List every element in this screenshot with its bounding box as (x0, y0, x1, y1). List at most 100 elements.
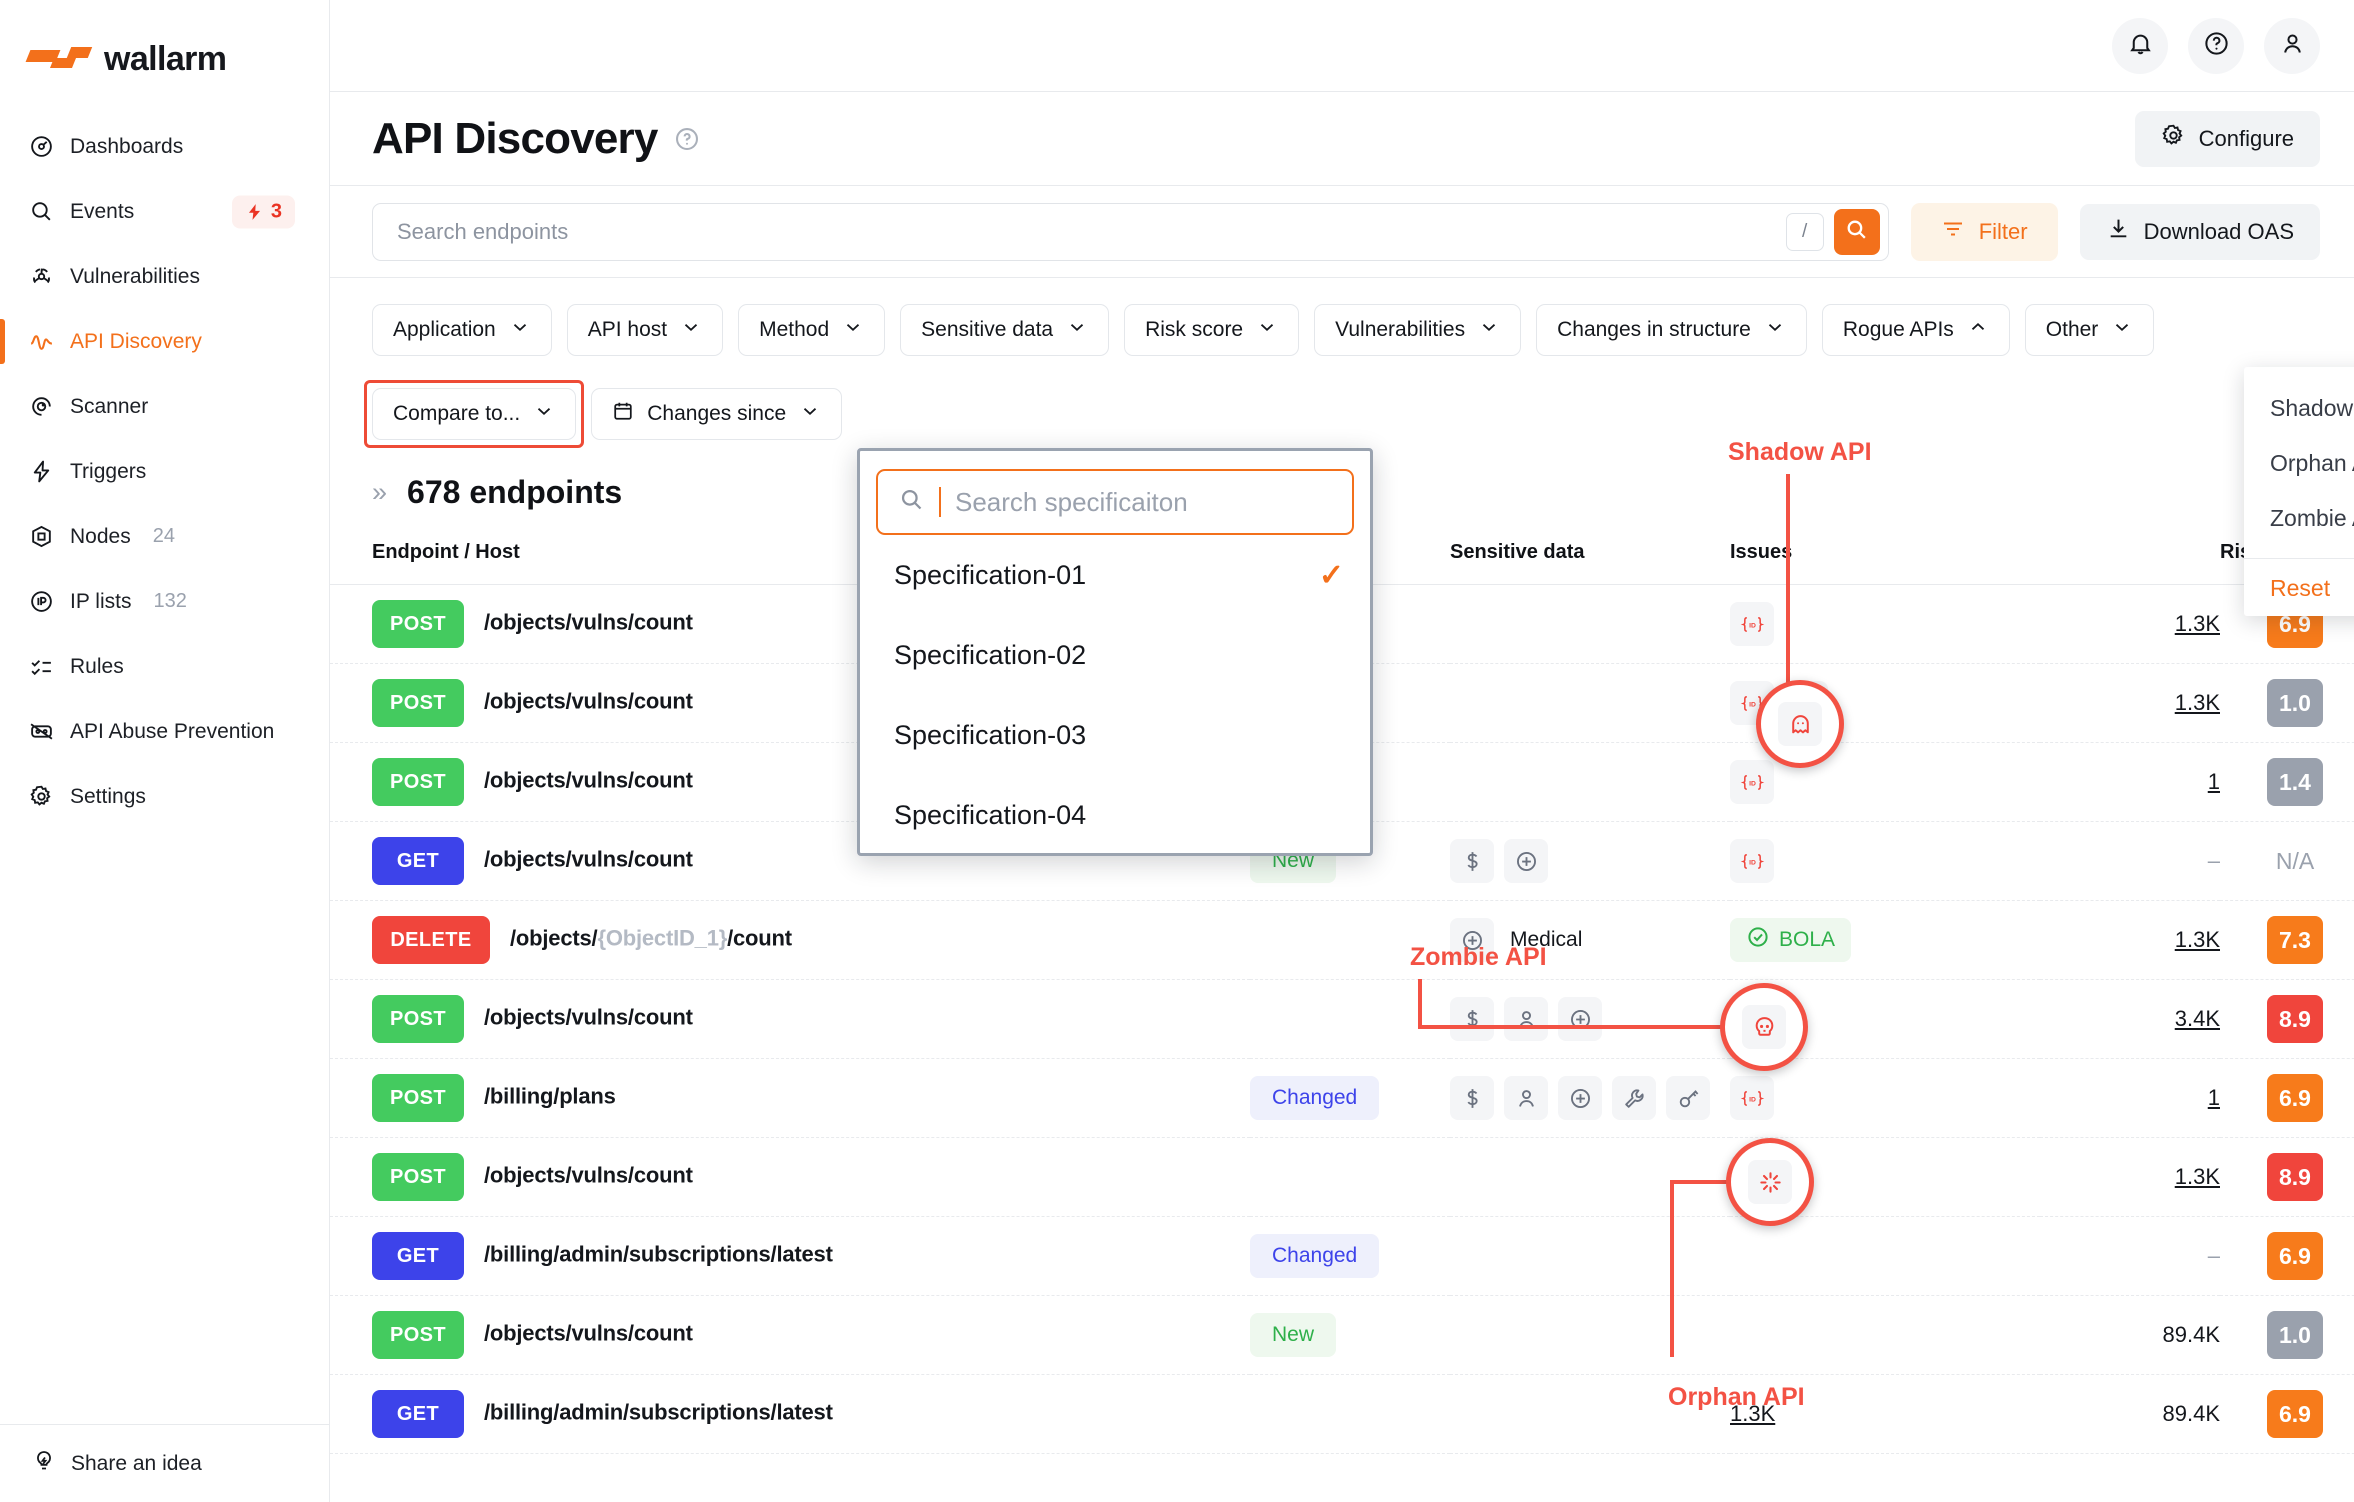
search-endpoints-box[interactable]: / (372, 202, 1889, 261)
share-an-idea-button[interactable]: Share an idea (0, 1424, 329, 1502)
column-header-issues[interactable]: Issues (1730, 533, 2040, 585)
sidebar-item-nodes[interactable]: Nodes 24 (0, 504, 329, 569)
changes-badge: Changed (1250, 1076, 1380, 1120)
filter-chip-other[interactable]: Other (2024, 304, 2155, 356)
id-brace-icon[interactable]: ID (1730, 1076, 1774, 1120)
sidebar-nav: Dashboards Events 3 Vulnerabilities (0, 114, 329, 829)
medical-cross-icon[interactable] (1558, 997, 1602, 1041)
medical-cross-icon[interactable] (1450, 918, 1494, 962)
requests-value[interactable]: 1.3K (2174, 611, 2220, 636)
bola-badge[interactable]: BOLA (1730, 918, 1852, 962)
table-row[interactable]: GET/billing/admin/subscriptions/latest 1.… (330, 1374, 2354, 1454)
sidebar-item-events[interactable]: Events 3 (0, 179, 329, 244)
requests-value[interactable]: 1.3K (2174, 927, 2220, 952)
page-help-icon[interactable] (674, 126, 700, 152)
requests-value[interactable]: 3.4K (2174, 1006, 2220, 1031)
sidebar-item-scanner[interactable]: Scanner (0, 374, 329, 439)
cell-endpoint[interactable]: DELETE/objects/{ObjectID_1}/count (330, 900, 1250, 980)
rogue-menu-reset[interactable]: Reset (2270, 575, 2331, 601)
specification-option-04[interactable]: Specification-04 (876, 775, 1354, 855)
key-icon[interactable] (1666, 1076, 1710, 1120)
sidebar-item-label: Dashboards (70, 134, 184, 158)
cell-endpoint[interactable]: GET/billing/admin/subscriptions/latest (330, 1216, 1250, 1296)
rogue-apis-dropdown-menu[interactable]: Shadow APIs Orphan APIs Zombie APIs Rese… (2244, 367, 2354, 616)
user-icon[interactable] (1504, 997, 1548, 1041)
search-input[interactable] (397, 218, 1786, 245)
cell-endpoint[interactable]: POST/billing/plans (330, 1058, 1250, 1138)
annotation-label-shadow-api: Shadow API (1728, 438, 1872, 466)
help-button[interactable] (2188, 17, 2244, 74)
sidebar-item-dashboards[interactable]: Dashboards (0, 114, 329, 179)
rogue-menu-item-shadow-apis[interactable]: Shadow APIs (2270, 395, 2354, 421)
sidebar-item-api-discovery[interactable]: API Discovery (0, 309, 329, 374)
specification-option-02[interactable]: Specification-02 (876, 615, 1354, 695)
column-header-sensitive-data[interactable]: Sensitive data (1450, 533, 1730, 585)
sidebar-item-triggers[interactable]: Triggers (0, 439, 329, 504)
cell-risk: 7.3 (2220, 900, 2354, 980)
changes-since-button[interactable]: Changes since (591, 388, 843, 440)
filter-chip-row: Application API host Method Sensitive da… (330, 278, 2354, 448)
notifications-button[interactable] (2112, 17, 2168, 74)
cell-sensitive-data (1450, 1058, 1730, 1138)
specification-option-01[interactable]: Specification-01 ✓ (876, 535, 1354, 615)
medical-cross-icon[interactable] (1558, 1076, 1602, 1120)
specification-search-box[interactable]: Search specificaiton (876, 469, 1354, 535)
requests-value[interactable]: 1.3K (2174, 690, 2220, 715)
account-button[interactable] (2264, 17, 2320, 74)
sidebar-item-api-abuse-prevention[interactable]: API Abuse Prevention (0, 699, 329, 764)
user-icon[interactable] (1504, 1076, 1548, 1120)
dollar-icon[interactable] (1450, 1076, 1494, 1120)
filter-chip-changes-in-structure[interactable]: Changes in structure (1536, 304, 1807, 356)
id-brace-icon[interactable]: ID (1730, 602, 1774, 646)
id-brace-icon[interactable]: ID (1730, 760, 1774, 804)
medical-cross-icon[interactable] (1504, 839, 1548, 883)
issues-count-link[interactable]: 1.3K (1730, 1401, 1776, 1426)
sidebar-item-ip-lists[interactable]: IP lists 132 (0, 569, 329, 634)
rogue-menu-item-zombie-apis[interactable]: Zombie APIs (2270, 505, 2354, 531)
dollar-icon[interactable] (1450, 839, 1494, 883)
cell-endpoint[interactable]: POST/objects/vulns/count (330, 1137, 1250, 1217)
specification-option-03[interactable]: Specification-03 (876, 695, 1354, 775)
specification-dropdown-popup[interactable]: Search specificaiton Specification-01 ✓ … (857, 448, 1373, 856)
chevron-up-icon (1967, 316, 1989, 344)
sidebar-item-rules[interactable]: Rules (0, 634, 329, 699)
cell-endpoint[interactable]: GET/billing/admin/subscriptions/latest (330, 1374, 1250, 1454)
filter-chip-vulnerabilities[interactable]: Vulnerabilities (1314, 304, 1522, 356)
rogue-menu-item-orphan-apis[interactable]: Orphan APIs (2270, 450, 2354, 476)
risk-badge: 6.9 (2267, 1074, 2323, 1122)
sidebar-item-settings[interactable]: Settings (0, 764, 329, 829)
filter-button[interactable]: Filter (1910, 202, 2058, 261)
compare-to-button[interactable]: Compare to... (363, 380, 585, 448)
search-submit-button[interactable] (1833, 208, 1880, 255)
filter-chip-application[interactable]: Application (372, 304, 552, 356)
requests-value[interactable]: 1 (2207, 769, 2220, 794)
sidebar-item-label: Scanner (70, 394, 149, 418)
cell-endpoint[interactable]: POST/objects/vulns/count (330, 979, 1250, 1059)
cell-risk: 6.9 (2220, 1216, 2354, 1296)
brand-logo-area[interactable]: wallarm (0, 0, 329, 92)
configure-button[interactable]: Configure (2134, 110, 2320, 167)
requests-value[interactable]: 1.3K (2174, 1164, 2220, 1189)
filter-chip-risk-score[interactable]: Risk score (1124, 304, 1300, 356)
requests-value[interactable]: 1 (2207, 1085, 2220, 1110)
dollar-icon[interactable] (1450, 997, 1494, 1041)
wrench-icon[interactable] (1612, 1076, 1656, 1120)
filter-chip-rogue-apis[interactable]: Rogue APIs (1821, 304, 2010, 356)
id-brace-icon[interactable]: ID (1730, 839, 1774, 883)
filter-chip-api-host[interactable]: API host (566, 304, 724, 356)
cell-endpoint[interactable]: POST/objects/vulns/count (330, 1295, 1250, 1375)
sidebar-item-label: API Abuse Prevention (70, 719, 275, 743)
filter-chip-method[interactable]: Method (738, 304, 886, 356)
column-header-requests[interactable] (2040, 533, 2220, 585)
download-oas-button[interactable]: Download OAS (2079, 203, 2320, 260)
sidebar-item-vulnerabilities[interactable]: Vulnerabilities (0, 244, 329, 309)
chevron-double-right-icon[interactable]: » (372, 477, 388, 507)
filter-chip-sensitive-data[interactable]: Sensitive data (900, 304, 1110, 356)
chip-label: Sensitive data (921, 318, 1054, 341)
